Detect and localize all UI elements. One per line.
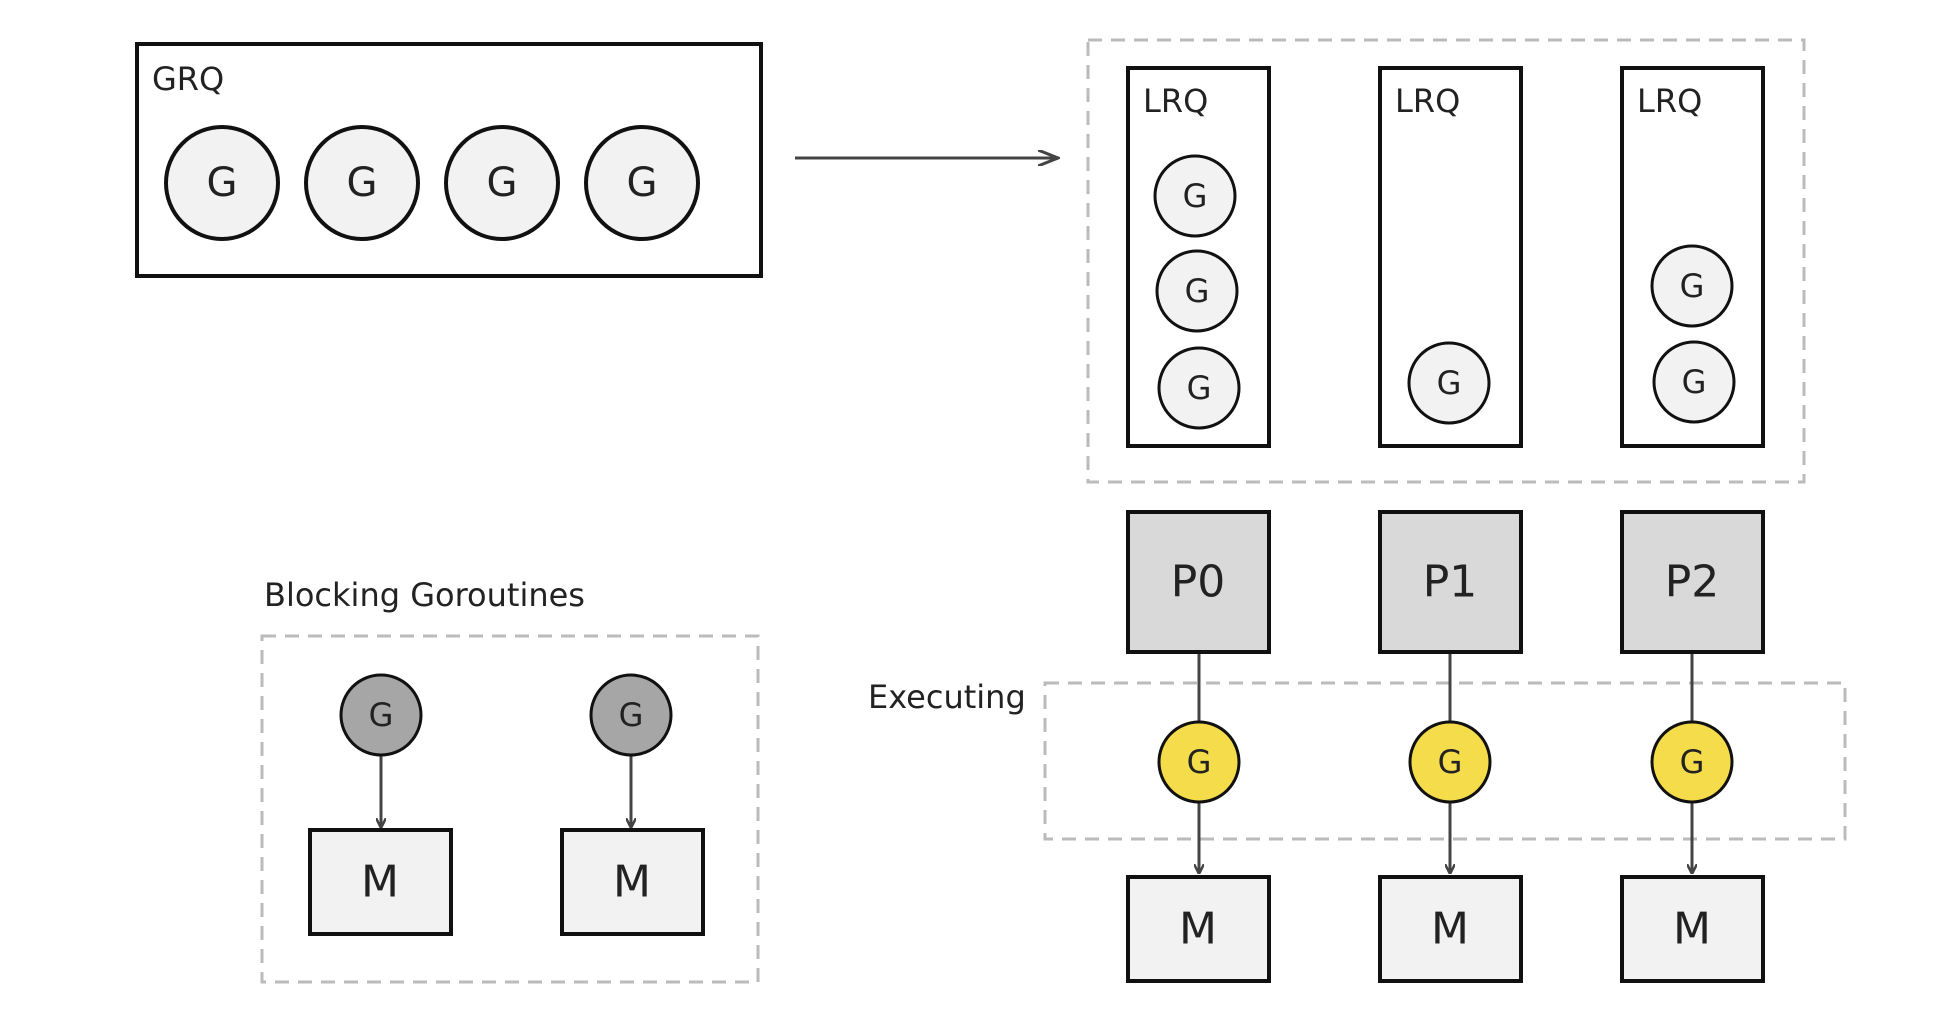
lrq-goroutine: G bbox=[1407, 341, 1491, 425]
svg-text:G: G bbox=[1682, 363, 1707, 401]
lrq-group-frame bbox=[1086, 38, 1806, 484]
svg-text:G: G bbox=[1438, 743, 1463, 781]
grq-goroutine: G bbox=[164, 125, 280, 241]
grq-goroutine: G bbox=[304, 125, 420, 241]
svg-text:G: G bbox=[1187, 743, 1212, 781]
svg-text:G: G bbox=[369, 696, 394, 734]
local-run-queue-2: LRQ G G bbox=[1620, 66, 1765, 448]
blocking-frame bbox=[260, 634, 760, 984]
machine-box: M bbox=[1126, 875, 1271, 983]
blocked-goroutine: G bbox=[339, 673, 423, 757]
machine-box: M bbox=[560, 828, 705, 936]
lrq-goroutine: G bbox=[1650, 244, 1734, 328]
local-run-queue-0: LRQ G G G bbox=[1126, 66, 1271, 448]
executing-goroutine: G bbox=[1650, 720, 1734, 804]
svg-text:G: G bbox=[1680, 743, 1705, 781]
global-run-queue: GRQ G G G G bbox=[135, 42, 763, 278]
svg-text:G: G bbox=[1680, 267, 1705, 305]
executing-goroutine: G bbox=[1157, 720, 1241, 804]
blocking-pair-0: G M bbox=[308, 673, 453, 936]
blocking-pair-1: G M bbox=[560, 673, 705, 936]
svg-text:G: G bbox=[347, 160, 378, 206]
blocked-goroutine: G bbox=[589, 673, 673, 757]
svg-text:M: M bbox=[361, 857, 399, 908]
executing-label: Executing bbox=[868, 678, 1026, 716]
processor-box: P1 bbox=[1378, 510, 1523, 654]
machine-box: M bbox=[1378, 875, 1523, 983]
machine-box: M bbox=[308, 828, 453, 936]
svg-text:P1: P1 bbox=[1423, 557, 1478, 608]
lrq-goroutine: G bbox=[1153, 154, 1237, 238]
svg-text:G: G bbox=[1437, 364, 1462, 402]
processor-box: P2 bbox=[1620, 510, 1765, 654]
lrq-label: LRQ bbox=[1637, 82, 1702, 120]
processor-column-2: P2 G M bbox=[1620, 510, 1765, 983]
svg-text:M: M bbox=[1431, 904, 1469, 955]
svg-text:G: G bbox=[1185, 272, 1210, 310]
lrq-goroutine: G bbox=[1155, 249, 1239, 333]
processor-box: P0 bbox=[1126, 510, 1271, 654]
local-run-queue-1: LRQ G bbox=[1378, 66, 1523, 448]
blocking-label: Blocking Goroutines bbox=[264, 576, 585, 614]
grq-goroutine: G bbox=[444, 125, 560, 241]
svg-text:P2: P2 bbox=[1665, 557, 1720, 608]
processor-column-0: P0 G M bbox=[1126, 510, 1271, 983]
grq-label: GRQ bbox=[152, 60, 224, 98]
executing-goroutine: G bbox=[1408, 720, 1492, 804]
processor-column-1: P1 G M bbox=[1378, 510, 1523, 983]
lrq-goroutine: G bbox=[1652, 340, 1736, 424]
lrq-goroutine: G bbox=[1157, 346, 1241, 430]
svg-text:G: G bbox=[619, 696, 644, 734]
svg-text:G: G bbox=[627, 160, 658, 206]
svg-text:G: G bbox=[1187, 369, 1212, 407]
svg-text:M: M bbox=[613, 857, 651, 908]
svg-text:G: G bbox=[1183, 177, 1208, 215]
svg-text:P0: P0 bbox=[1171, 557, 1226, 608]
svg-text:M: M bbox=[1179, 904, 1217, 955]
lrq-label: LRQ bbox=[1395, 82, 1460, 120]
svg-text:G: G bbox=[487, 160, 518, 206]
grq-goroutine: G bbox=[584, 125, 700, 241]
lrq-label: LRQ bbox=[1143, 82, 1208, 120]
svg-text:M: M bbox=[1673, 904, 1711, 955]
machine-box: M bbox=[1620, 875, 1765, 983]
executing-frame bbox=[1043, 681, 1847, 841]
svg-text:G: G bbox=[207, 160, 238, 206]
